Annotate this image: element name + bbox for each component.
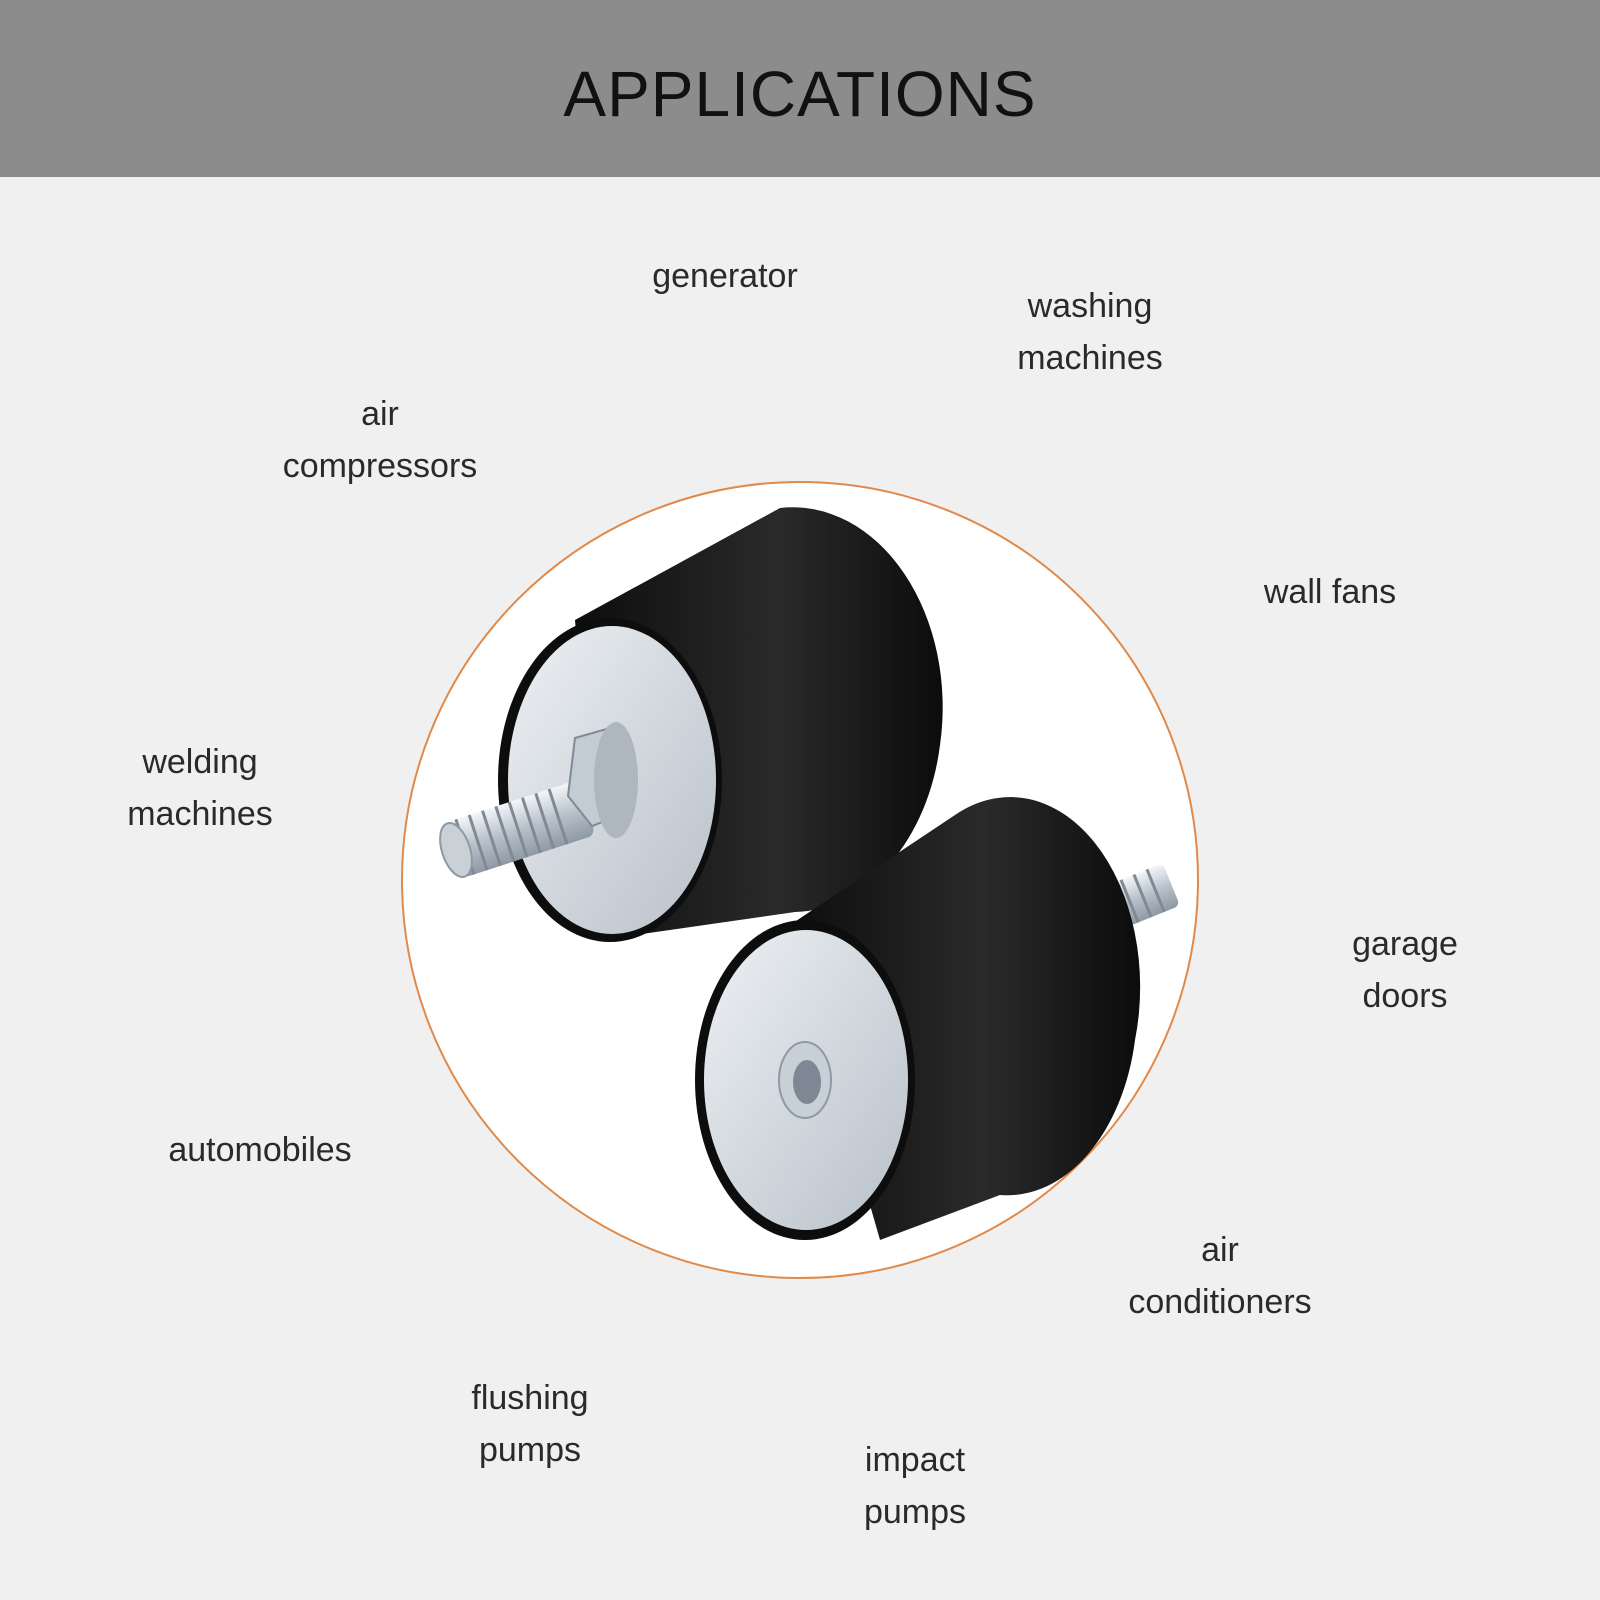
lower-mount	[695, 797, 1179, 1240]
label-air-conditioners: air conditioners	[1128, 1231, 1312, 1321]
header-bar: APPLICATIONS	[0, 0, 1600, 177]
label-impact-pumps: impact pumps	[863, 1441, 967, 1531]
upper-mount	[439, 507, 943, 942]
label-wall-fans: wall fans	[1263, 573, 1397, 611]
upper-mount-bolt-icon	[439, 722, 638, 878]
label-washing-machines: washing machines	[1017, 287, 1163, 377]
label-air-compressors: air compressors	[282, 395, 478, 485]
label-automobiles: automobiles	[168, 1131, 352, 1169]
label-garage-doors: garage doors	[1352, 925, 1458, 1015]
label-generator: generator	[652, 257, 798, 295]
label-flushing-pumps: flushing pumps	[471, 1379, 589, 1469]
label-welding-machines: welding machines	[127, 743, 273, 833]
page-title: APPLICATIONS	[563, 57, 1037, 130]
threaded-hole-icon	[778, 1041, 832, 1119]
